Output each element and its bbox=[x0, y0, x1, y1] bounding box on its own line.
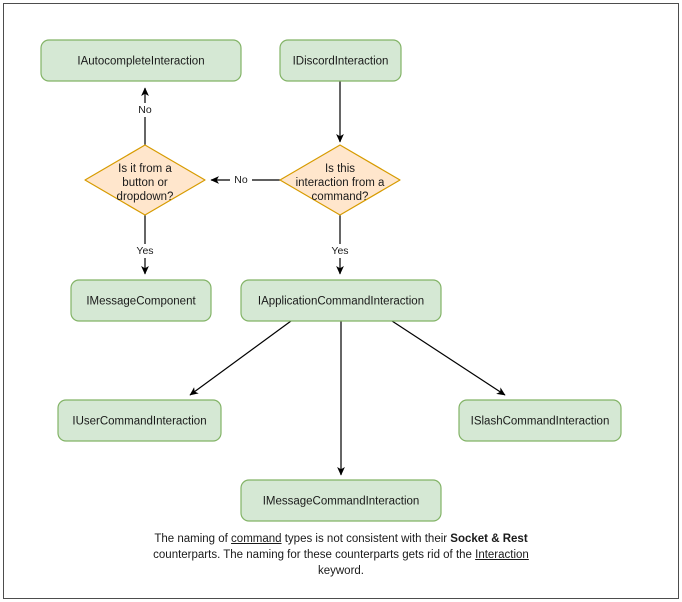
edge-label-yes-right: Yes bbox=[331, 245, 348, 257]
node-label-slash-command-interaction: ISlashCommandInteraction bbox=[471, 416, 610, 428]
caption-part-4: keyword. bbox=[317, 565, 365, 577]
decision2-line-2: interaction from a bbox=[296, 177, 385, 189]
node-decision-from-button-or-dropdown[interactable]: Is it from a button or dropdown? bbox=[84, 144, 206, 216]
node-application-command-interaction[interactable]: IApplicationCommandInteraction bbox=[240, 279, 442, 322]
edge-is-command-to-app-command: Yes bbox=[327, 215, 353, 275]
node-label-message-component: IMessageComponent bbox=[86, 296, 196, 308]
edge-label-no-horizontal: No bbox=[234, 174, 248, 186]
caption-bold-socket: Socket bbox=[450, 533, 489, 545]
caption-underline-command: command bbox=[231, 533, 282, 545]
edge-label-yes-left: Yes bbox=[136, 245, 153, 257]
decision2-line-3: command? bbox=[312, 191, 369, 203]
node-autocomplete-interaction[interactable]: IAutocompleteInteraction bbox=[40, 39, 242, 82]
node-user-command-interaction[interactable]: IUserCommandInteraction bbox=[57, 399, 222, 442]
node-label-message-command-interaction: IMessageCommandInteraction bbox=[263, 496, 420, 508]
edge-app-command-to-slash-command bbox=[391, 320, 506, 396]
caption-bold-rest: Rest bbox=[502, 533, 528, 545]
caption-part-2: types is not consistent with their bbox=[281, 533, 451, 545]
node-decision-is-interaction-from-command[interactable]: Is this interaction from a command? bbox=[279, 144, 401, 216]
node-label-user-command-interaction: IUserCommandInteraction bbox=[72, 416, 206, 428]
node-label-autocomplete-interaction: IAutocompleteInteraction bbox=[77, 56, 204, 68]
caption-part-1: The naming of bbox=[154, 533, 232, 545]
edge-app-command-to-user-command bbox=[189, 320, 292, 396]
node-label-discord-interaction: IDiscordInteraction bbox=[293, 56, 389, 68]
decision-line-1: Is it from a bbox=[118, 163, 172, 175]
decision-line-3: dropdown? bbox=[117, 191, 174, 203]
caption-amp: & bbox=[488, 533, 503, 545]
decision2-line-1: Is this bbox=[325, 163, 355, 175]
edge-from-button-to-message-component: Yes bbox=[132, 215, 158, 275]
node-message-component[interactable]: IMessageComponent bbox=[70, 279, 212, 322]
caption-part-3: counterparts. The naming for these count… bbox=[153, 549, 476, 561]
edge-label-no-vertical: No bbox=[138, 104, 152, 116]
node-message-command-interaction[interactable]: IMessageCommandInteraction bbox=[240, 479, 442, 522]
edge-is-command-to-from-button: No bbox=[210, 172, 280, 186]
caption-underline-interaction: Interaction bbox=[475, 549, 529, 561]
diagram-caption: The naming of command types is not consi… bbox=[130, 531, 552, 579]
edge-from-button-to-autocomplete: No bbox=[134, 87, 156, 145]
node-slash-command-interaction[interactable]: ISlashCommandInteraction bbox=[458, 399, 622, 442]
node-discord-interaction[interactable]: IDiscordInteraction bbox=[279, 39, 402, 82]
node-label-application-command-interaction: IApplicationCommandInteraction bbox=[258, 296, 424, 308]
decision-line-2: button or bbox=[122, 177, 168, 189]
